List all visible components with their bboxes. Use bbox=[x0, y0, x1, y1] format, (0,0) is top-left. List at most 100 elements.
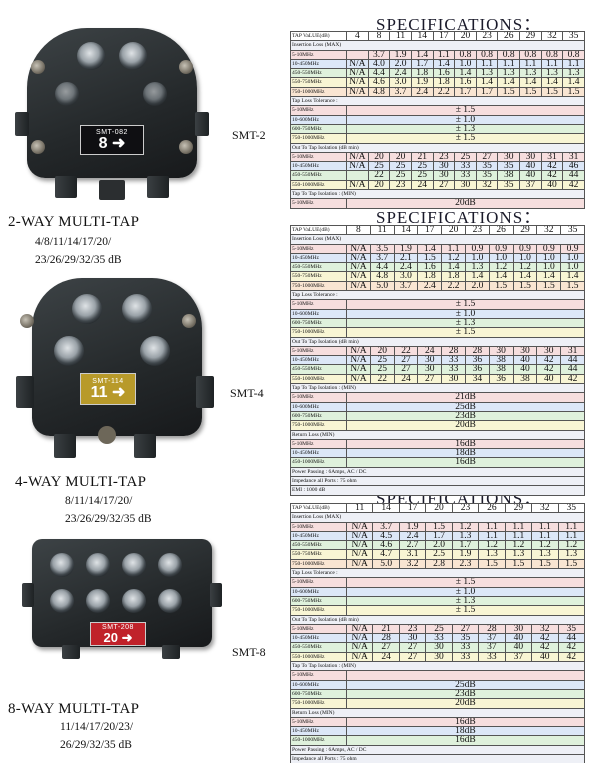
spec-cell: 35 bbox=[557, 502, 585, 514]
spec-cell: 4 bbox=[346, 30, 369, 42]
spec-cell: 10-450MHz bbox=[290, 58, 347, 70]
spec-cell: ± 1.5 bbox=[346, 105, 585, 116]
spec-cell: 26 bbox=[488, 224, 514, 236]
spec-cell: 1.0 bbox=[536, 262, 562, 273]
spec-cell: Insertion Loss (MAX) bbox=[290, 512, 585, 523]
spec-cell: 11 bbox=[389, 30, 412, 42]
spec-cell: 10-600MHz bbox=[290, 679, 347, 690]
spec-cell: 1.1 bbox=[478, 530, 506, 542]
spec-cell: 30 bbox=[512, 345, 538, 357]
spec-cell: 20 bbox=[367, 151, 391, 163]
spec-cell: 40 bbox=[504, 633, 533, 644]
spec-cell: 35 bbox=[475, 161, 499, 172]
spec-cell: 1.4 bbox=[519, 77, 542, 88]
spec-cell: 16dB bbox=[346, 457, 585, 468]
spec-cell: 5-10MHz bbox=[290, 243, 347, 254]
spec-cell: 1.4 bbox=[512, 271, 538, 282]
spec-cell: 5-10MHz bbox=[290, 345, 347, 357]
spec-cell: 1.3 bbox=[531, 549, 559, 560]
spec-cell: 1.0 bbox=[454, 58, 477, 70]
spec-cell: 25dB bbox=[346, 401, 585, 412]
spec-cell: 40 bbox=[519, 170, 542, 181]
spec-cell: 42 bbox=[531, 642, 559, 653]
spec-row: Power Passing : 6Amps, AC / DC bbox=[290, 466, 585, 478]
spec-cell: 25 bbox=[389, 170, 412, 181]
spec-cell: 16dB bbox=[346, 735, 585, 746]
spec-cell: 0.9 bbox=[464, 243, 490, 254]
spec-cell: 2.4 bbox=[389, 68, 412, 79]
label-model: SMT-082 bbox=[96, 128, 128, 136]
spec-cell: Power Passing : 6Amps, AC / DC bbox=[290, 744, 585, 756]
spec-cell: 29 bbox=[512, 224, 538, 236]
spec-cell: 27 bbox=[432, 179, 456, 191]
spec-row: Return Loss (MIN) bbox=[290, 429, 585, 440]
spec-cell: 1.7 bbox=[425, 530, 453, 542]
spec-cell: 25 bbox=[369, 364, 395, 375]
spec-cell: 34 bbox=[464, 373, 490, 385]
spec-cell: N/A bbox=[346, 68, 369, 79]
spec-cell: Impedance all Ports : 75 ohm bbox=[290, 475, 585, 487]
spec-cell: 1.0 bbox=[512, 252, 538, 264]
spec-row: 5-10MHz± 1.5 bbox=[290, 105, 585, 116]
spec-cell: 35 bbox=[560, 224, 585, 236]
spec-cell: 4.5 bbox=[372, 530, 400, 542]
spec-cell: 32 bbox=[540, 30, 564, 42]
spec-cell: 5-10MHz bbox=[290, 670, 347, 681]
spec-cell: 5-10MHz bbox=[290, 299, 347, 310]
spec-cell: 46 bbox=[562, 161, 585, 172]
spec-cell: 10-600MHz bbox=[290, 308, 347, 319]
spec-cell bbox=[346, 670, 585, 681]
spec-cell: 3.2 bbox=[398, 558, 427, 570]
spec-cell: 26 bbox=[497, 30, 520, 42]
spec-cell: 38 bbox=[497, 170, 520, 181]
tap-value-label-4way: SMT-114 11 ➜ bbox=[80, 373, 136, 405]
spec-cell: 24 bbox=[393, 373, 419, 385]
spec-cell: N/A bbox=[346, 243, 371, 254]
spec-cell: 450-550MHz bbox=[290, 68, 347, 79]
spec-row: Tap Loss Tolerance : bbox=[290, 568, 585, 579]
spec-cell: 1.5 bbox=[417, 252, 443, 264]
spec-cell: EMI : 1000 dB bbox=[290, 485, 585, 496]
label-model: SMT-208 bbox=[102, 624, 134, 631]
spec-cell: 1.5 bbox=[531, 558, 559, 570]
spec-cell: 10-450MHz bbox=[290, 355, 347, 366]
spec-cell: ± 1.0 bbox=[346, 586, 585, 597]
spec-cell: 1.3 bbox=[562, 68, 585, 79]
spec-cell: N/A bbox=[345, 530, 374, 542]
spec-cell: N/A bbox=[346, 355, 371, 366]
spec-cell: 17 bbox=[417, 224, 443, 236]
spec-row: Tap To Tap Isolation : (MIN) bbox=[290, 661, 585, 672]
spec-cell: ± 1.3 bbox=[346, 595, 585, 607]
spec-cell: 1.2 bbox=[478, 540, 506, 551]
product-heading-8way: 8-WAY MULTI-TAP bbox=[8, 701, 140, 717]
spec-cell: 8 bbox=[346, 224, 371, 236]
spec-cell: Return Loss (MIN) bbox=[290, 429, 585, 440]
spec-cell: 44 bbox=[560, 355, 585, 366]
spec-cell: 1.4 bbox=[562, 77, 585, 88]
spec-cell: 5.0 bbox=[372, 558, 400, 570]
spec-cell: N/A bbox=[345, 623, 374, 635]
spec-cell: 42 bbox=[557, 651, 585, 663]
spec-cell: ± 1.0 bbox=[346, 114, 585, 125]
spec-cell: 14 bbox=[393, 224, 419, 236]
spec-cell: 42 bbox=[536, 364, 562, 375]
spec-cell: 22 bbox=[369, 373, 395, 385]
spec-cell: 18dB bbox=[346, 726, 585, 737]
spec-cell: 1.4 bbox=[454, 68, 477, 79]
spec-row: 600-750MHz± 1.3 bbox=[290, 317, 585, 329]
spec-title-2: SPECIFICATIONS： bbox=[376, 208, 542, 227]
spec-cell: 5-10MHz bbox=[290, 623, 347, 635]
spec-cell: 25 bbox=[389, 161, 412, 172]
spec-cell: 1.1 bbox=[504, 521, 533, 532]
spec-cell: 2.4 bbox=[410, 86, 434, 98]
spec-cell: 1.5 bbox=[504, 558, 533, 570]
spec-cell: 26 bbox=[478, 502, 506, 514]
spec-cell: 35 bbox=[475, 170, 499, 181]
spec-cell: 1.1 bbox=[441, 243, 466, 254]
